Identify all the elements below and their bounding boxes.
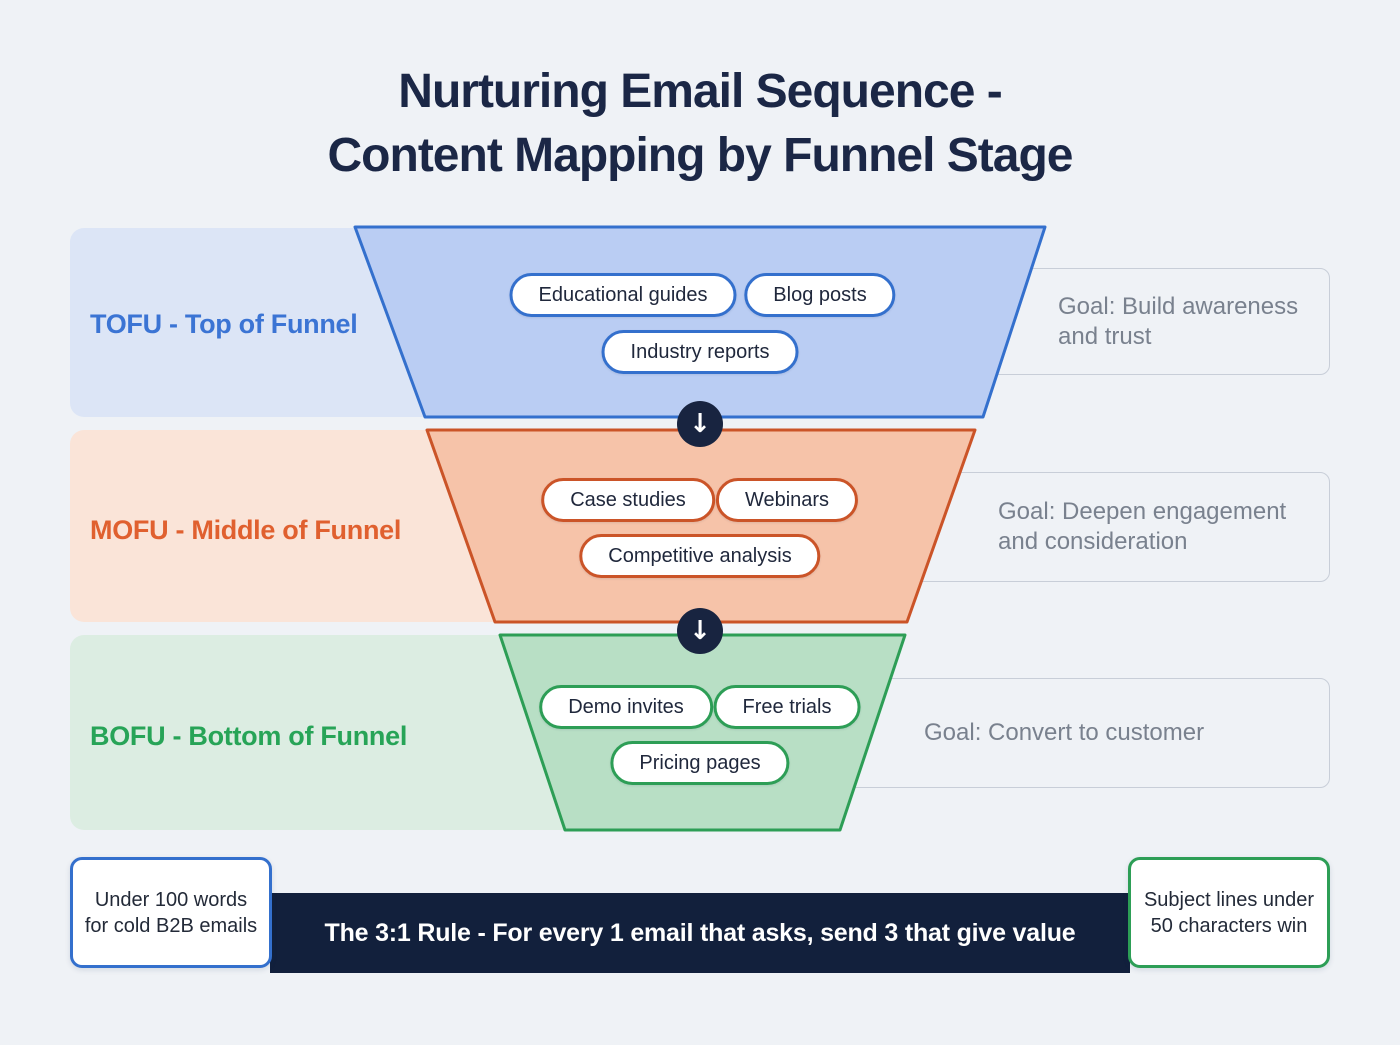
note-box-word-count: Under 100 words for cold B2B emails bbox=[70, 857, 272, 968]
mofu-stage-label: MOFU - Middle of Funnel bbox=[90, 515, 402, 545]
bofu-goal-box: Goal: Convert to customer bbox=[845, 678, 1330, 788]
down-arrow-icon: ↓ bbox=[677, 401, 723, 447]
pill-demo-invites: Demo invites bbox=[539, 685, 713, 729]
bofu-stage-label: BOFU - Bottom of Funnel bbox=[90, 721, 408, 751]
pill-case-studies: Case studies bbox=[541, 478, 715, 522]
note-box-subject-lines-text: Subject lines under 50 characters win bbox=[1143, 888, 1315, 937]
bofu-funnel-shape bbox=[498, 633, 907, 832]
note-box-word-count-text: Under 100 words for cold B2B emails bbox=[84, 888, 258, 937]
page-title: Nurturing Email Sequence - Content Mappi… bbox=[0, 60, 1400, 188]
tofu-funnel-shape bbox=[353, 225, 1047, 419]
pill-educational-guides: Educational guides bbox=[509, 273, 737, 317]
tofu-goal-text: Goal: Build awareness and trust bbox=[1058, 292, 1299, 350]
pill-webinars: Webinars bbox=[715, 478, 859, 522]
mofu-goal-text: Goal: Deepen engagement and consideratio… bbox=[998, 498, 1287, 555]
mofu-goal-box: Goal: Deepen engagement and consideratio… bbox=[910, 472, 1330, 582]
rule-banner: The 3:1 Rule - For every 1 email that as… bbox=[270, 893, 1130, 973]
pill-blog-posts: Blog posts bbox=[744, 273, 896, 317]
pill-free-trials: Free trials bbox=[713, 685, 861, 729]
mofu-funnel-shape bbox=[425, 428, 977, 624]
pill-pricing-pages: Pricing pages bbox=[610, 741, 790, 785]
down-arrow-glyph: ↓ bbox=[689, 616, 711, 646]
pill-industry-reports: Industry reports bbox=[601, 330, 799, 374]
down-arrow-glyph: ↓ bbox=[689, 409, 711, 439]
pill-competitive-analysis: Competitive analysis bbox=[579, 534, 821, 578]
tofu-stage-label: TOFU - Top of Funnel bbox=[90, 309, 358, 339]
page-title-line2: Content Mapping by Funnel Stage bbox=[327, 129, 1074, 182]
page-title-line1: Nurturing Email Sequence - bbox=[398, 65, 1002, 118]
note-box-subject-lines: Subject lines under 50 characters win bbox=[1128, 857, 1330, 968]
down-arrow-icon: ↓ bbox=[677, 608, 723, 654]
bofu-goal-text: Goal: Convert to customer bbox=[924, 719, 1205, 746]
tofu-goal-box: Goal: Build awareness and trust bbox=[980, 268, 1330, 375]
rule-banner-text: The 3:1 Rule - For every 1 email that as… bbox=[324, 918, 1076, 947]
